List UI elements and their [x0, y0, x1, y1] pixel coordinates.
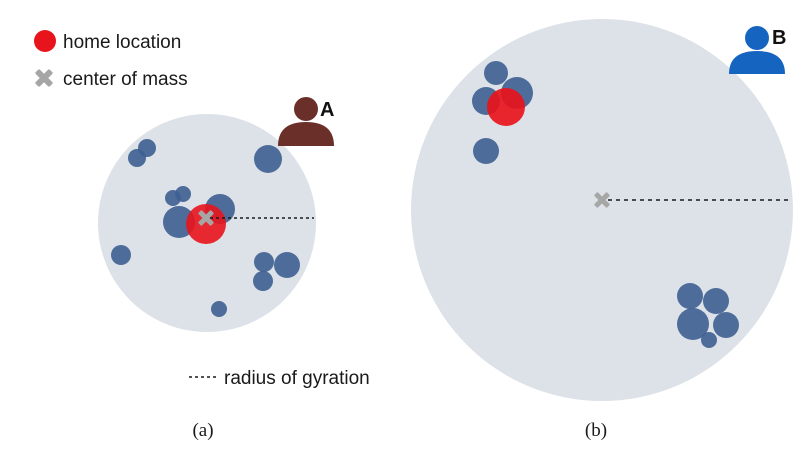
location-dot: [274, 252, 300, 278]
legend: home location center of mass radius of g…: [34, 30, 370, 389]
legend-center-label: center of mass: [63, 69, 188, 90]
location-dot: [254, 252, 274, 272]
cross-icon: [35, 69, 53, 87]
location-dot: [701, 332, 717, 348]
panel-a-user-label: A: [320, 99, 334, 121]
location-dot: [111, 245, 131, 265]
location-dot: [473, 138, 499, 164]
panel-b-caption: (b): [585, 420, 607, 441]
user-icon: [278, 97, 334, 146]
location-dot: [253, 271, 273, 291]
legend-home-label: home location: [63, 32, 181, 53]
panel-b: B (b): [411, 19, 793, 441]
location-dot: [254, 145, 282, 173]
location-dot: [484, 61, 508, 85]
panel-a: A (a): [98, 97, 334, 441]
user-icon: [729, 26, 785, 74]
location-dot: [713, 312, 739, 338]
panel-a-locations: [111, 139, 300, 317]
location-dot: [677, 283, 703, 309]
location-dot: [165, 190, 181, 206]
panel-b-user-label: B: [772, 27, 786, 49]
panel-a-caption: (a): [192, 420, 213, 441]
panel-b-gyration-area: [411, 19, 793, 401]
cross-icon: [594, 192, 610, 208]
legend-radius-label: radius of gyration: [224, 368, 370, 389]
location-dot: [703, 288, 729, 314]
cross-icon: [198, 210, 214, 226]
location-dot: [128, 149, 146, 167]
panel-a-home-location: [186, 204, 226, 244]
location-dot: [211, 301, 227, 317]
location-dot: [677, 308, 709, 340]
panel-b-home-location: [487, 88, 525, 126]
home-location-legend-marker: [34, 30, 56, 52]
